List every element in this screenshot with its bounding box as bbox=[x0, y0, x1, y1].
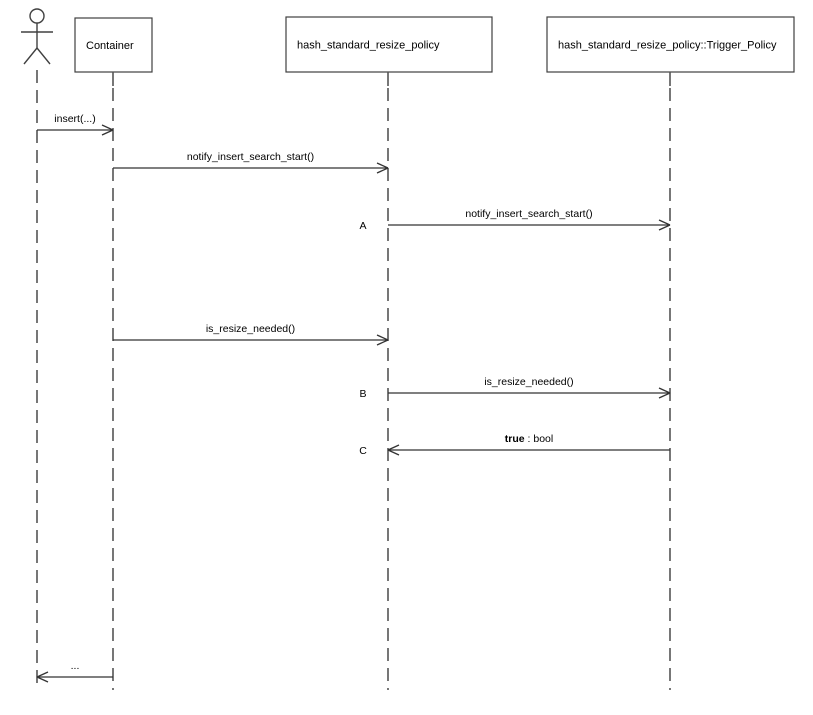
participant-boxes: Container hash_standard_resize_policy hash… bbox=[74, 16, 795, 73]
message-label: is_resize_needed() bbox=[484, 376, 573, 388]
message-arrow[interactable]: insert(...) bbox=[37, 113, 114, 136]
message-label-rest: : bool bbox=[525, 433, 554, 445]
arrowhead-lower bbox=[36, 676, 49, 683]
arrowhead-upper bbox=[387, 444, 400, 451]
message-arrow[interactable]: notify_insert_search_start() A bbox=[359, 208, 671, 232]
arrowhead-lower bbox=[376, 167, 389, 174]
arrowhead-lower bbox=[658, 224, 671, 231]
message-label: ... bbox=[71, 660, 80, 672]
message-label: is_resize_needed() bbox=[206, 323, 295, 335]
participant-box-rect bbox=[546, 16, 795, 73]
arrowhead-lower bbox=[376, 339, 389, 346]
arrowhead-upper bbox=[101, 124, 114, 131]
messages: insert(...)notify_insert_search_start()n… bbox=[36, 113, 671, 683]
participant-box-rect bbox=[285, 16, 493, 73]
participant-label-policy: hash_standard_resize_policy bbox=[297, 40, 440, 52]
participant-box-trigger[interactable]: hash_standard_resize_policy::Trigger_Pol… bbox=[546, 16, 795, 73]
arrowhead-upper bbox=[36, 671, 49, 678]
participant-box-container[interactable]: Container bbox=[74, 17, 153, 73]
participant-box-rect bbox=[74, 17, 153, 73]
arrowhead-upper bbox=[376, 334, 389, 341]
message-arrow[interactable]: is_resize_needed() bbox=[113, 323, 389, 346]
actor-head-icon bbox=[29, 8, 45, 24]
message-step-label: B bbox=[359, 388, 366, 400]
message-arrow[interactable]: is_resize_needed() B bbox=[359, 376, 671, 400]
arrowhead-lower bbox=[101, 129, 114, 136]
lifelines bbox=[36, 70, 671, 690]
message-arrow[interactable]: notify_insert_search_start() bbox=[113, 151, 389, 174]
participant-label-container: Container bbox=[86, 40, 134, 52]
actor-leg-left-icon bbox=[23, 47, 38, 65]
message-step-label: C bbox=[359, 445, 367, 457]
actor-leg-right-icon bbox=[36, 47, 51, 65]
message-label: true : bool bbox=[505, 433, 553, 445]
arrowhead-lower bbox=[658, 392, 671, 399]
message-label: notify_insert_search_start() bbox=[187, 151, 314, 163]
participant-label-trigger: hash_standard_resize_policy::Trigger_Pol… bbox=[558, 40, 777, 52]
participant-box-policy[interactable]: hash_standard_resize_policy bbox=[285, 16, 493, 73]
message-arrow[interactable]: ... bbox=[36, 660, 113, 683]
message-label-bold-part: true bbox=[505, 433, 525, 445]
arrowhead-upper bbox=[658, 387, 671, 394]
message-label: notify_insert_search_start() bbox=[465, 208, 592, 220]
message-label: insert(...) bbox=[54, 113, 95, 125]
actor-figure bbox=[21, 8, 53, 65]
arrowhead-lower bbox=[387, 449, 400, 456]
message-step-label: A bbox=[359, 220, 366, 232]
arrowhead-upper bbox=[376, 162, 389, 169]
arrowhead-upper bbox=[658, 219, 671, 226]
